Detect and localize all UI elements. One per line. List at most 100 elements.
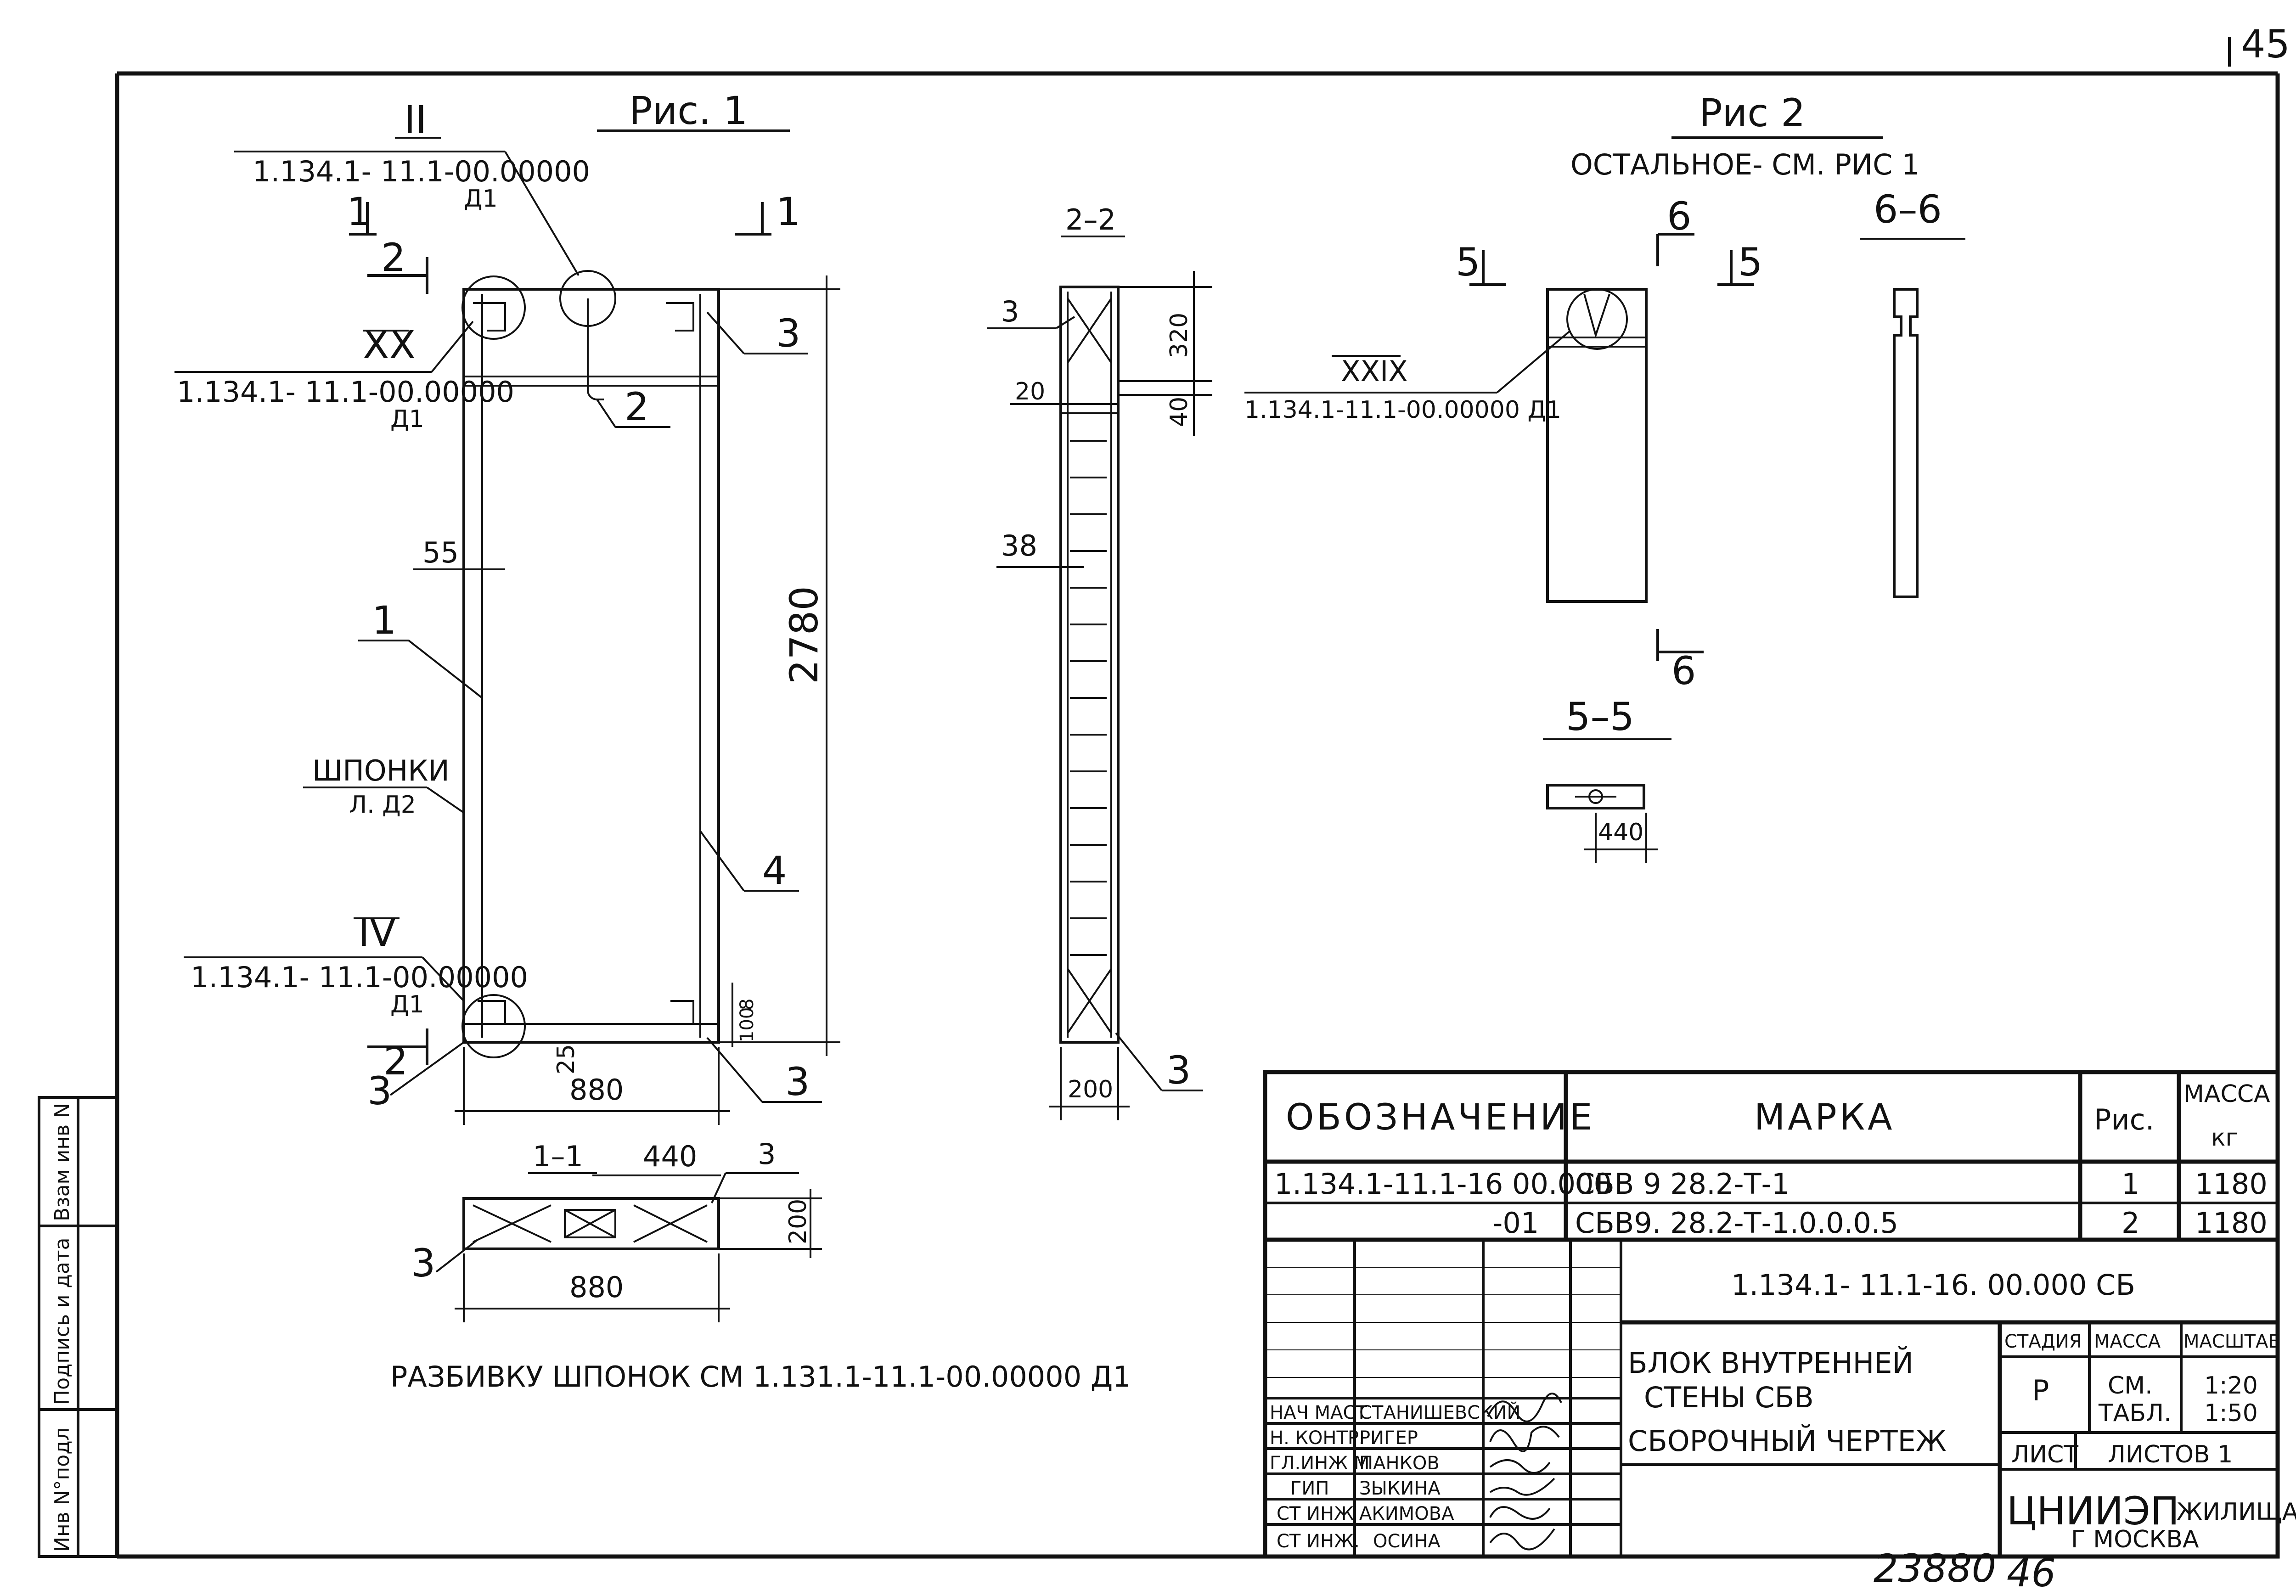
fig2-section-5-left: 5 [1456,240,1480,285]
fig1-dim-100: 100 [737,1007,758,1042]
side-stamp-signature: Подпись и дата [51,1238,74,1405]
sheet-frame [115,37,2280,1559]
sig-name-4: АКИМОВА [1359,1503,1454,1524]
section-22-dim-200: 200 [1068,1076,1113,1103]
callout-XX-mark: XX [363,322,416,367]
fig2-section-6-bottom: 6 [1671,648,1696,693]
scale-label: МАСШТАБ [2183,1331,2281,1352]
sig-role-5: СТ ИНЖ. [1277,1531,1360,1552]
spec-row2-designation: -01 [1492,1206,1539,1240]
archive-number: 23880 [1874,1546,1996,1591]
sig-role-1: Н. КОНТР. [1270,1427,1365,1449]
side-stamp-inv-orig: Инв N°подл [51,1427,74,1552]
sig-name-2: ПАНКОВ [1359,1453,1440,1474]
section-2-top: 2 [381,235,405,280]
section-11-title: 1–1 [533,1140,583,1173]
fig1-keys-ref: Л. Д2 [349,791,416,819]
doc-code: 1.134.1- 11.1-16. 00.000 СБ [1731,1268,2135,1302]
callout-XX-sheet: Д1 [390,405,424,433]
title-line-2: СТЕНЫ СБВ [1644,1381,1814,1414]
section-1-1: 1–1 440 3 200 3 880 [411,1137,822,1322]
spec-row2-mark: СБВ9. 28.2-Т-1.0.0.0.5 [1575,1206,1898,1240]
title-block: НАЧ МАСТ СТАНИШЕВСКИЙ Н. КОНТР. РИГЕР ГЛ… [1263,1237,2296,1559]
title-line-3: СБОРОЧНЫЙ ЧЕРТЕЖ [1628,1424,1947,1458]
fig2-view: Рис 2 ОСТАЛЬНОЕ- СМ. РИС 1 5 5 6 XXIX 1.… [1244,90,1965,863]
scale-value-2: 1:50 [2204,1399,2258,1427]
sig-role-2: ГЛ.ИНЖ М [1270,1453,1370,1474]
org-name: ЦНИИЭП [2007,1489,2179,1534]
callout-IV-sheet: Д1 [390,991,424,1018]
fig1-dim-2780: 2780 [782,586,827,684]
callout-XX-ref: 1.134.1- 11.1-00.00000 [177,375,514,409]
mass-value-2: ТАБЛ. [2098,1399,2172,1427]
sig-name-0: СТАНИШЕВСКИЙ [1359,1401,1520,1423]
fig2-subtitle: ОСТАЛЬНОЕ- СМ. РИС 1 [1570,148,1920,181]
fig1-pos-1: 1 [372,598,396,643]
callout-XXIX-mark: XXIX [1341,354,1408,388]
scale-value-1: 1:20 [2204,1372,2258,1399]
note-keys-layout: РАЗБИВКУ ШПОНОК СМ 1.131.1-11.1-00.00000… [390,1360,1131,1394]
page-number: 45 [2241,22,2290,67]
sheets-label: ЛИСТОВ 1 [2108,1441,2233,1468]
mass-label: МАССА [2094,1331,2161,1352]
spec-table: ОБОЗНАЧЕНИЕ МАРКА Рис. МАССА кг 1.134.1-… [1263,1070,2280,1242]
spec-row1-mass: 1180 [2195,1167,2268,1201]
fig1-pos-4: 4 [762,848,787,893]
section-22-pos-3-top: 3 [1001,295,1019,328]
sig-name-1: РИГЕР [1359,1427,1418,1449]
fig1-pos-3-top: 3 [776,311,800,356]
handwritten-signatures [1487,1393,1562,1551]
spec-header-designation: ОБОЗНАЧЕНИЕ [1286,1097,1595,1138]
section-55-title: 5–5 [1566,694,1634,739]
fig1-dim-880: 880 [569,1073,624,1107]
section-66-title: 6–6 [1874,187,1942,232]
section-22-rungs [1070,440,1107,956]
fig1-dim-8: 8 [737,999,758,1010]
org-suffix: ЖИЛИЩА [2177,1498,2296,1526]
spec-row1-mark: СБВ 9 28.2-Т-1 [1575,1167,1790,1201]
section-1-right: 1 [776,189,800,234]
spec-header-mark: МАРКА [1754,1097,1895,1138]
section-22-dim-40: 40 [1165,397,1193,427]
sig-name-3: ЗЫКИНА [1359,1478,1441,1499]
sig-role-0: НАЧ МАСТ [1270,1402,1367,1423]
fig1-keys-label: ШПОНКИ [312,754,450,787]
side-stamp: Инв N°подл Подпись и дата Взам инв N [38,1096,118,1558]
sig-name-5: ОСИНА [1373,1531,1441,1552]
fig1-front-view: Рис. 1 II 1.134.1- 11.1-00.00000 Д1 1 1 … [174,88,840,1125]
section-11-dim-440: 440 [643,1140,697,1173]
stage-label: СТАДИЯ [2004,1331,2082,1352]
spec-row1-fig: 1 [2122,1167,2139,1201]
fig1-pos-3-bottom-left: 3 [367,1068,392,1113]
spec-row2-mass: 1180 [2195,1206,2268,1240]
section-22-dim-20: 20 [1015,378,1045,405]
fig1-pos-3-bottom-right: 3 [785,1059,810,1104]
spec-header-fig: Рис. [2094,1103,2154,1136]
callout-II-mark: II [404,97,427,142]
spec-row2-fig: 2 [2122,1206,2139,1240]
callout-IV-mark: IV [358,910,396,955]
callout-II-ref: 1.134.1- 11.1-00.00000 [253,155,590,188]
fig1-dim-55: 55 [422,536,459,569]
fig2-title: Рис 2 [1699,90,1806,135]
spec-header-mass: МАССА [2183,1080,2270,1108]
sig-role-3: ГИП [1290,1478,1329,1499]
sheet-number-bottom: 46 [2007,1551,2056,1596]
fig2-section-5-right: 5 [1738,240,1762,285]
fig1-title: Рис. 1 [629,88,748,133]
spec-row1-designation: 1.134.1-11.1-16 00.000 [1274,1167,1612,1201]
section-22-title: 2–2 [1065,203,1116,236]
section-22-dim-320: 320 [1165,313,1193,358]
side-stamp-replace: Взам инв N [51,1103,74,1221]
fig1-pos-2: 2 [625,384,649,429]
sig-role-4: СТ ИНЖ [1277,1503,1354,1524]
mass-value-1: СМ. [2108,1372,2153,1399]
fig2-section-6-top: 6 [1667,194,1691,239]
callout-IV-ref: 1.134.1- 11.1-00.00000 [191,961,528,994]
section-2-2: 2–2 3 320 [987,203,1212,1120]
stage-value: Р [2032,1374,2049,1407]
section-11-dim-200: 200 [784,1199,812,1244]
org-city: Г МОСКВА [2071,1526,2199,1553]
title-line-1: БЛОК ВНУТРЕННЕЙ [1628,1346,1913,1380]
